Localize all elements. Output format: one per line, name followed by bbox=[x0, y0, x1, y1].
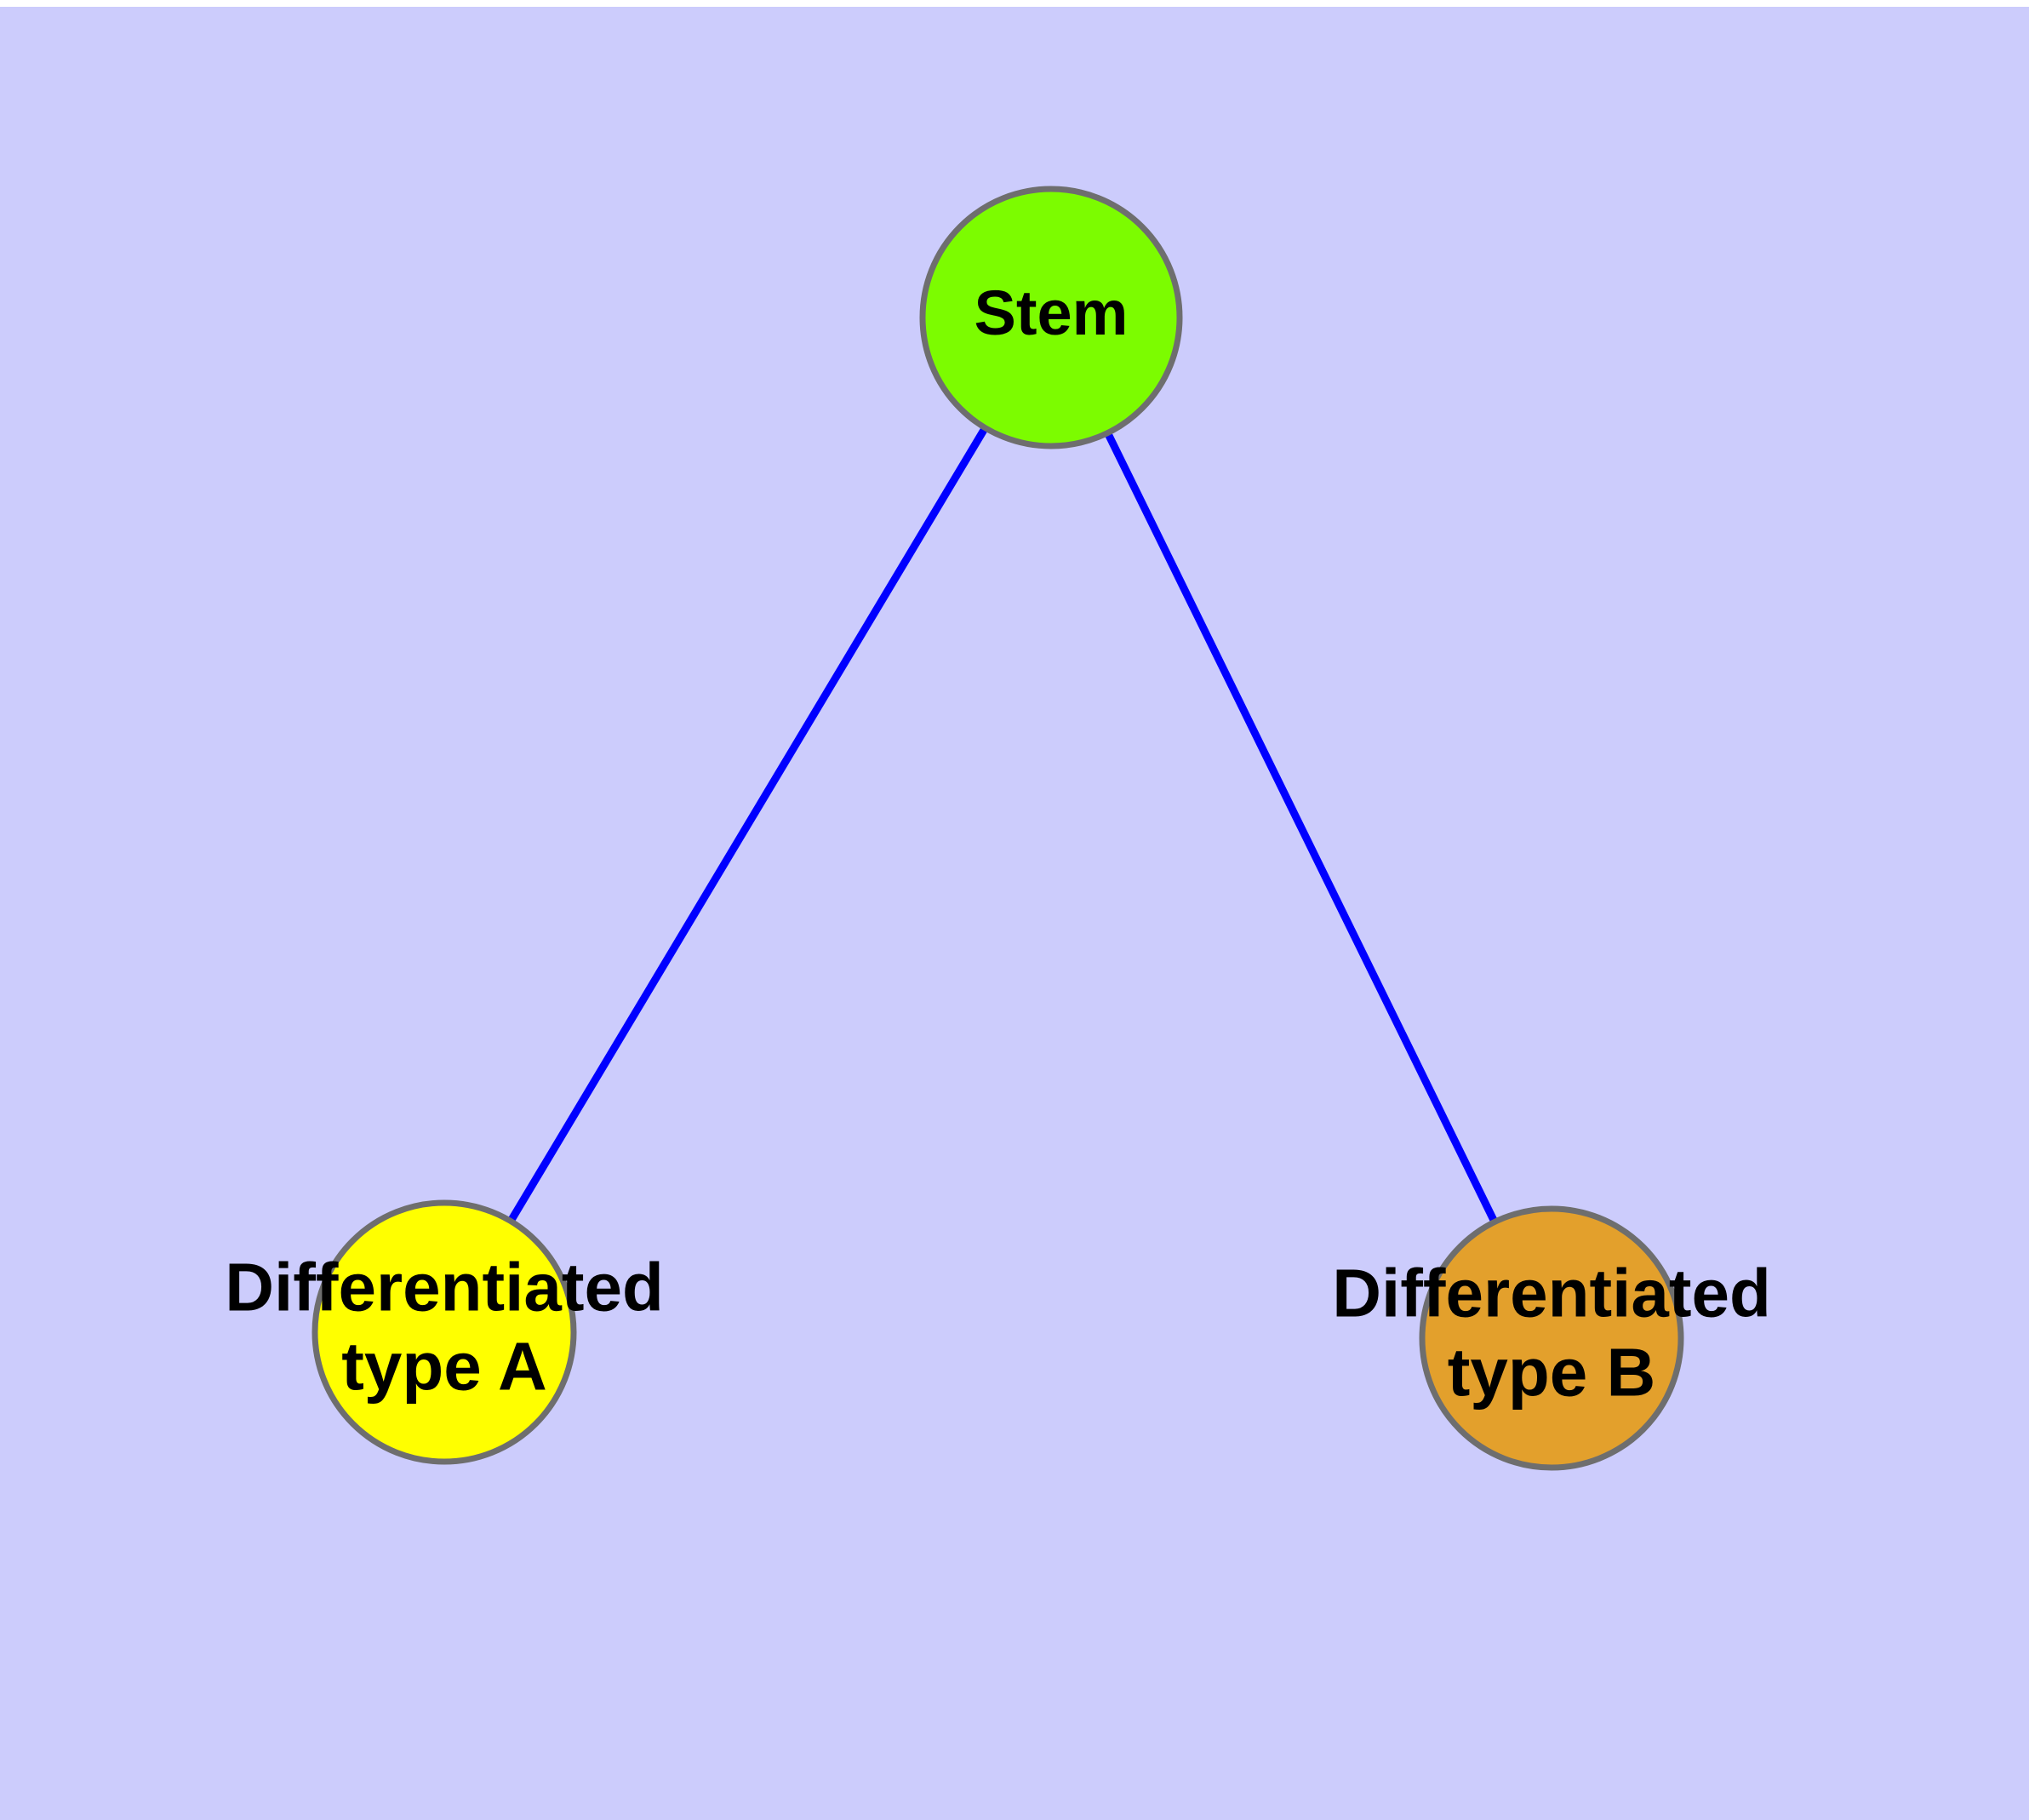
node-type-a-circle[interactable] bbox=[311, 1199, 577, 1465]
node-label-line: Differentiated bbox=[225, 1250, 664, 1325]
node-label-line: Stem bbox=[974, 278, 1129, 348]
node-type-b-circle[interactable] bbox=[1419, 1205, 1684, 1471]
edge-layer bbox=[508, 426, 1498, 1222]
edge-stem-to-type-a[interactable] bbox=[508, 426, 988, 1222]
node-layer bbox=[311, 186, 1684, 1471]
node-differentiated-type-a[interactable] bbox=[311, 1199, 577, 1465]
node-stem[interactable] bbox=[919, 186, 1183, 449]
node-differentiated-type-b[interactable] bbox=[1419, 1205, 1684, 1471]
node-stem-label: Stem bbox=[974, 278, 1129, 348]
node-label-line: type B bbox=[1448, 1335, 1656, 1411]
edge-stem-to-type-b[interactable] bbox=[1105, 432, 1498, 1222]
node-label-line: Differentiated bbox=[1332, 1256, 1771, 1331]
node-stem-circle[interactable] bbox=[919, 186, 1183, 449]
node-label-line: type A bbox=[341, 1329, 547, 1405]
